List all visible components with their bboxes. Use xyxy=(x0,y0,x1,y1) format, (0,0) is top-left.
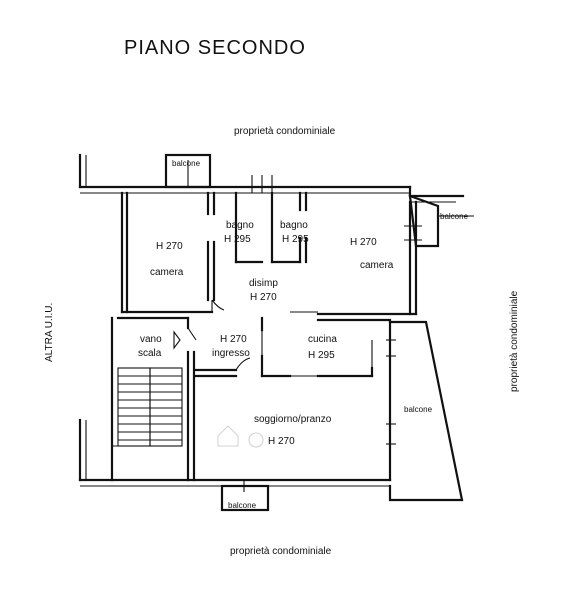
room-camera-left: H 270 camera xyxy=(150,241,184,278)
room-name: soggiorno/pranzo xyxy=(254,414,332,425)
room-vano-scala: vano scala xyxy=(138,334,162,359)
room-bagno-1: bagno H 295 xyxy=(224,220,254,245)
room-name: camera xyxy=(150,267,184,278)
balcony-top-label: balcone xyxy=(172,159,201,168)
room-name: disimp xyxy=(249,278,278,289)
balcony-right: balcone xyxy=(408,194,474,248)
room-camera-right: H 270 camera xyxy=(350,237,394,271)
neighbor-label-left: ALTRA U.I.U. xyxy=(44,303,55,362)
neighbor-label-right: proprietà condominiale xyxy=(509,290,520,392)
room-name: cucina xyxy=(308,334,337,345)
balcony-bottom: balcone xyxy=(220,480,270,512)
plan-title: PIANO SECONDO xyxy=(124,37,306,59)
balcony-right-label: balcone xyxy=(440,212,469,221)
room-cucina: cucina H 295 xyxy=(308,334,337,361)
room-soggiorno: soggiorno/pranzo H 270 xyxy=(254,414,332,447)
room-height: H 295 xyxy=(282,234,309,245)
room-name: ingresso xyxy=(212,348,250,359)
room-height: H 270 xyxy=(268,436,295,447)
doors xyxy=(173,299,373,377)
room-disimp: disimp H 270 xyxy=(249,278,278,303)
staircase xyxy=(112,367,183,447)
room-height: H 295 xyxy=(224,234,251,245)
room-height: H 270 xyxy=(350,237,377,248)
room-height: H 270 xyxy=(250,292,277,303)
balcony-bottom-label: balcone xyxy=(228,501,257,510)
room-name: vano xyxy=(140,334,162,345)
outer-walls xyxy=(78,153,465,487)
neighbor-label-bottom: proprietà condominiale xyxy=(230,546,332,557)
balcony-side-label: balcone xyxy=(404,405,433,414)
neighbor-label-top: proprietà condominiale xyxy=(234,126,336,137)
interior-walls xyxy=(110,191,422,482)
room-height: H 270 xyxy=(156,241,183,252)
room-name: bagno xyxy=(226,220,254,231)
room-name-2: scala xyxy=(138,348,162,359)
room-name: camera xyxy=(360,260,394,271)
room-name: bagno xyxy=(280,220,308,231)
balcony-top: balcone xyxy=(164,153,273,193)
room-bagno-2: bagno H 295 xyxy=(280,220,309,245)
room-ingresso: H 270 ingresso xyxy=(212,334,250,359)
watermark-logo xyxy=(217,425,264,448)
room-height: H 270 xyxy=(220,334,247,345)
balcony-side: balcone xyxy=(388,320,464,502)
room-height: H 295 xyxy=(308,350,335,361)
